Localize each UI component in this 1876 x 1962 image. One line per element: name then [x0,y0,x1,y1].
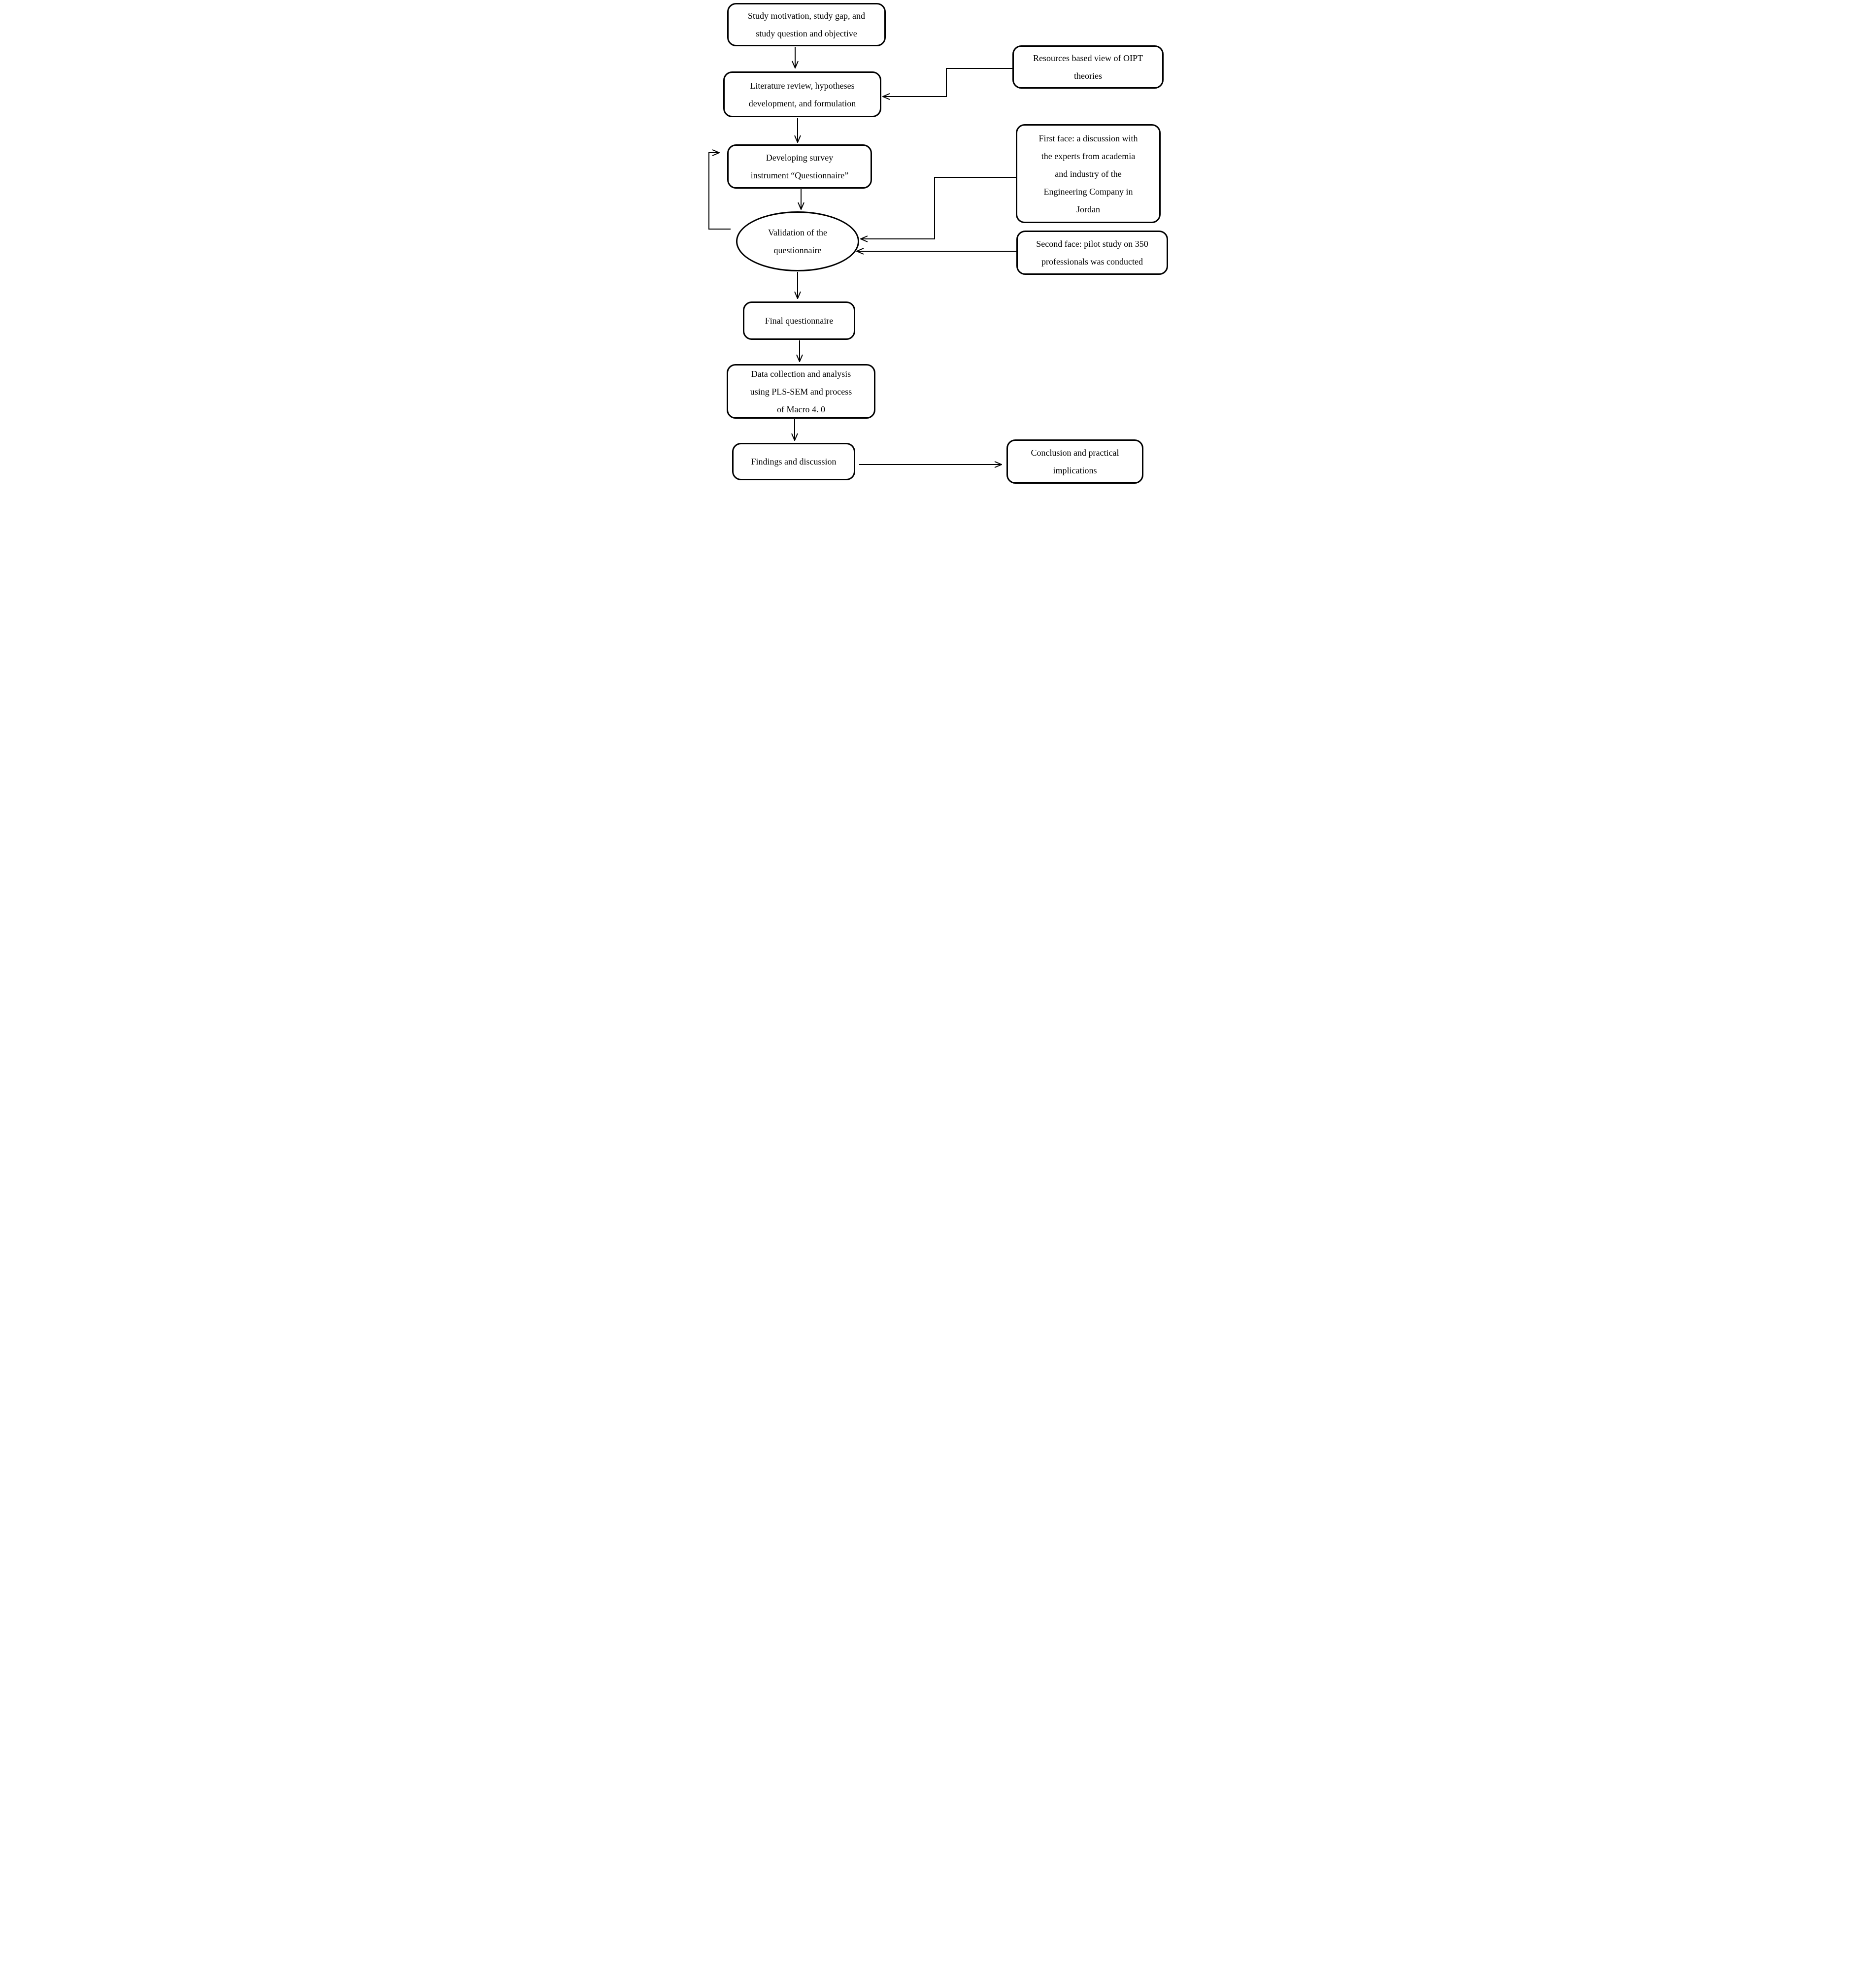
node-findings: Findings and discussion [732,443,855,480]
node-oipt-theories-line-2: theories [1074,71,1102,81]
node-literature-review-line-2: development, and formulation [748,98,856,108]
node-data-collection-line-1: Data collection and analysis [751,368,851,379]
node-validation-line-2: questionnaire [773,245,822,255]
node-first-face-line-4: Engineering Company in [1043,186,1133,197]
edge-oipt-to-literature [883,68,1012,97]
node-study-motivation: Study motivation, study gap, and study q… [727,3,886,46]
node-final-questionnaire-line-1: Final questionnaire [765,316,834,326]
node-literature-review-line-1: Literature review, hypotheses [750,80,855,91]
node-second-face-line-1: Second face: pilot study on 350 [1036,239,1148,249]
methodology-flowchart: Study motivation, study gap, and study q… [704,0,1172,491]
node-conclusion-line-1: Conclusion and practical [1031,448,1119,458]
edge-validation-feedback-to-developing [708,153,731,230]
node-validation: Validation of the questionnaire [736,211,859,271]
node-first-face-line-3: and industry of the [1055,168,1122,179]
node-developing-survey-line-1: Developing survey [766,153,834,163]
node-conclusion-line-2: implications [1053,466,1097,475]
connector-layer [708,47,1016,491]
node-developing-survey: Developing survey instrument “Questionna… [727,144,872,189]
node-study-motivation-line-1: Study motivation, study gap, and [748,11,865,21]
node-developing-survey-line-2: instrument “Questionnaire” [750,170,849,180]
node-first-face: First face: a discussion with the expert… [1016,124,1161,223]
node-findings-line-1: Findings and discussion [751,457,837,466]
node-second-face-line-2: professionals was conducted [1041,257,1143,266]
node-data-collection-line-2: using PLS-SEM and process [750,386,852,397]
node-second-face: Second face: pilot study on 350 professi… [1016,231,1168,275]
node-first-face-line-5: Jordan [1076,204,1100,214]
node-final-questionnaire: Final questionnaire [743,301,855,340]
node-validation-line-1: Validation of the [768,228,827,237]
edge-firstface-to-validation [861,177,1016,239]
node-first-face-line-1: First face: a discussion with [1038,133,1138,143]
node-literature-review: Literature review, hypotheses developmen… [723,71,881,117]
node-data-collection-line-3: of Macro 4. 0 [777,404,825,414]
node-study-motivation-line-2: study question and objective [756,29,857,38]
node-data-collection: Data collection and analysis using PLS-S… [727,364,875,419]
node-oipt-theories: Resources based view of OIPT theories [1012,45,1164,89]
node-conclusion: Conclusion and practical implications [1006,439,1143,484]
node-first-face-line-2: the experts from academia [1041,151,1136,161]
node-oipt-theories-line-1: Resources based view of OIPT [1033,53,1143,63]
